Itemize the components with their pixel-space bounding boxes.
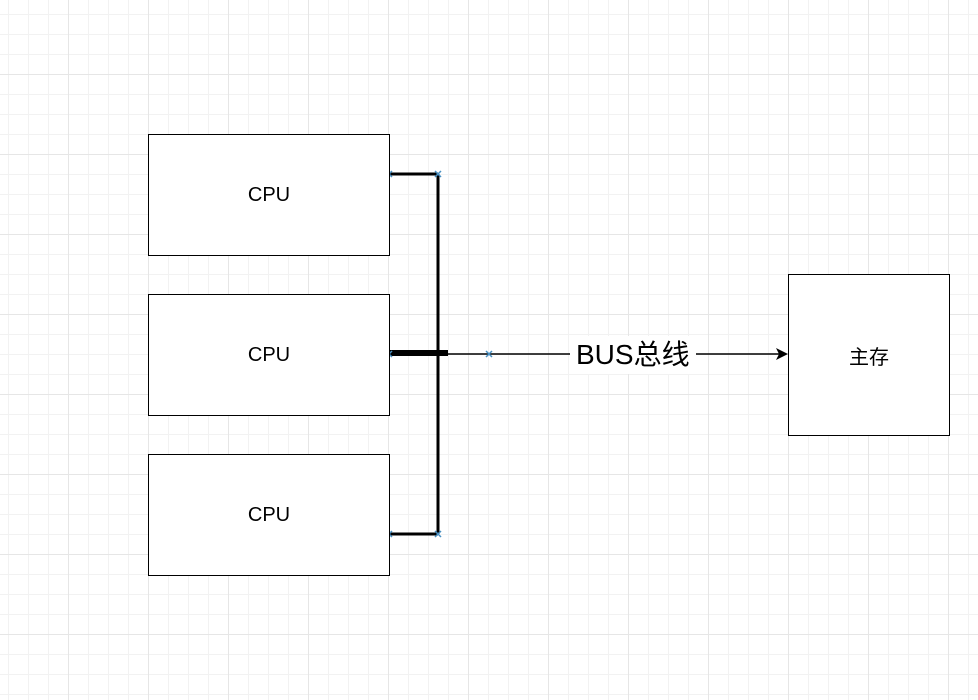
cpu-box-1[interactable]: CPU — [148, 134, 390, 256]
connection-marker — [434, 530, 442, 538]
cpu-box-3-label: CPU — [247, 503, 291, 526]
bus-label[interactable]: BUS总线 — [570, 336, 696, 374]
cpu-box-2[interactable]: CPU — [148, 294, 390, 416]
main-memory-box[interactable]: 主存 — [788, 274, 950, 436]
cpu-box-1-label: CPU — [247, 183, 291, 206]
cpu-box-3[interactable]: CPU — [148, 454, 390, 576]
connection-marker — [485, 350, 493, 358]
cpu-box-2-label: CPU — [247, 343, 291, 366]
connection-marker — [434, 170, 442, 178]
main-memory-label: 主存 — [849, 346, 889, 369]
